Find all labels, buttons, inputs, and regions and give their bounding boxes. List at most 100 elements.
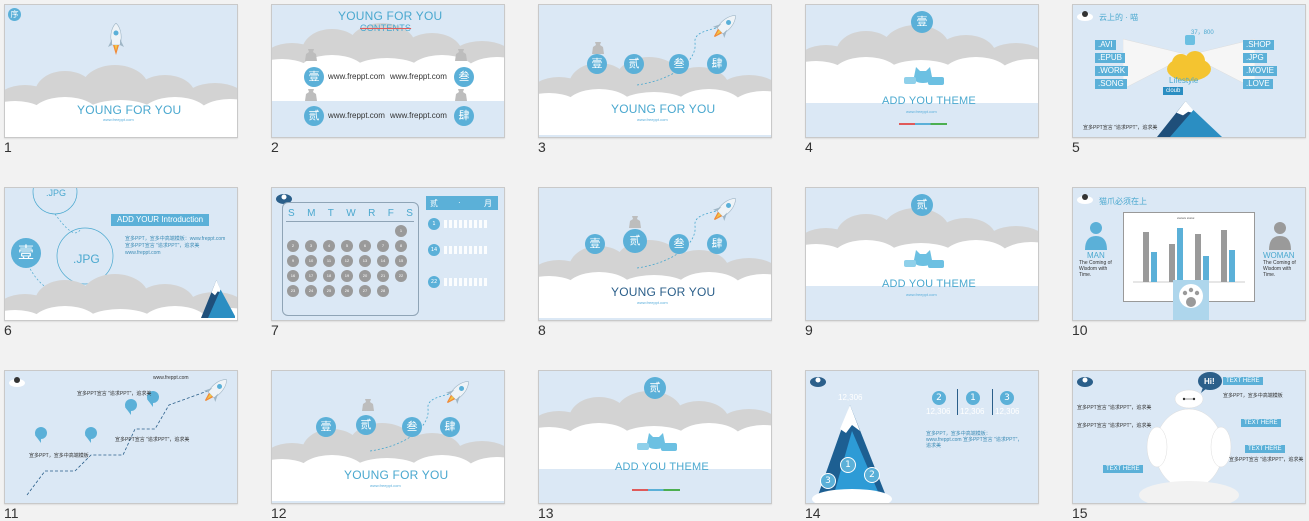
calendar-day[interactable]: 22: [395, 270, 407, 282]
top-jpg-label: .JPG: [46, 188, 67, 198]
slide-thumbnail-9[interactable]: 贰 ADD YOU THEME www.freeppt.com: [805, 187, 1039, 321]
label-4: 肆: [707, 54, 727, 74]
slide-title: YOUNG FOR YOU: [338, 9, 443, 23]
slide-number: 5: [1072, 139, 1080, 155]
count: 37，800: [1191, 30, 1214, 36]
slide-thumbnail-8[interactable]: 壹 贰 叁 肆 YOUNG FOR YOU www.freeppt.com: [538, 187, 772, 321]
slide-thumbnail-11[interactable]: 宣多PPT宣言 "追求PPT"，追求美 宣多PPT，宣多中高端模板 宣多PPT宣…: [4, 370, 238, 504]
tag-3: TEXT HERE: [1245, 445, 1285, 453]
event-text-placeholder: [444, 246, 488, 254]
slide-badge: 壹: [911, 11, 933, 33]
slide-header: 云上的 · 喵: [1099, 13, 1139, 22]
calendar-blank: [377, 225, 389, 237]
jpg-label: .JPG: [73, 252, 100, 266]
cloud-logo-icon: [1077, 194, 1093, 204]
slide-number: 10: [1072, 322, 1088, 338]
calendar-day[interactable]: 16: [287, 270, 299, 282]
calendar-day[interactable]: 18: [323, 270, 335, 282]
event-day-marker: 14: [428, 244, 440, 256]
calendar-day[interactable]: 17: [305, 270, 317, 282]
calendar-day[interactable]: 28: [377, 285, 389, 297]
calendar-day[interactable]: 25: [323, 285, 335, 297]
flight-path: [637, 22, 728, 86]
slide-thumbnail-3[interactable]: 壹 贰 叁 肆 YOUNG FOR YOU www.freeppt.com: [538, 4, 772, 138]
calendar-day[interactable]: 12: [341, 255, 353, 267]
calendar-day[interactable]: 3: [305, 240, 317, 252]
calendar-day[interactable]: 4: [323, 240, 335, 252]
mountain-label-3: 3: [820, 473, 836, 489]
slide-number: 2: [271, 139, 279, 155]
calendar-day[interactable]: 11: [323, 255, 335, 267]
calendar-blank: [341, 225, 353, 237]
calendar-day[interactable]: 13: [359, 255, 371, 267]
footer-text: 宣多PPT宣言 "追求PPT"，追求美: [1083, 125, 1158, 131]
slide-thumbnail-13[interactable]: 贰 ADD YOU THEME: [538, 370, 772, 504]
left-item-2: .EPUB: [1095, 53, 1126, 63]
calendar-day[interactable]: 14: [377, 255, 389, 267]
calendar-day[interactable]: 2: [287, 240, 299, 252]
divider: [992, 389, 993, 415]
slide-thumbnail-12[interactable]: 壹 贰 叁 肆 YOUNG FOR YOU www.freeppt.com: [271, 370, 505, 504]
calendar-day[interactable]: 27: [359, 285, 371, 297]
calendar-day[interactable]: 9: [287, 255, 299, 267]
bag-icon: [455, 49, 467, 61]
label-2: 贰: [624, 54, 644, 74]
label-2: 贰: [356, 415, 376, 435]
slide-thumbnail-1[interactable]: 序 YOUNG FOR YOU www.freeppt.com: [4, 4, 238, 138]
month-dot: ·: [458, 198, 461, 207]
cat-icon: [904, 250, 944, 268]
slide-thumbnail-2[interactable]: YOUNG FOR YOU CONTENTS 壹 叁 贰 肆 www.frepp…: [271, 4, 505, 138]
calendar-day[interactable]: 1: [395, 225, 407, 237]
calendar-day[interactable]: 10: [305, 255, 317, 267]
weekday-label: M: [307, 208, 316, 219]
month-right: 月: [484, 199, 492, 208]
slide-thumbnail-14[interactable]: 12,306 1 2 3 2 1 3 12,306 12,306 12,306 …: [805, 370, 1039, 504]
calendar-day[interactable]: 21: [377, 270, 389, 282]
tag-2: TEXT HERE: [1241, 419, 1281, 427]
url-3: www.freppt.com: [328, 111, 385, 120]
slide-thumbnail-5[interactable]: 云上的 · 喵 37，800 .AVI .EPUB .WORK .SONG .S…: [1072, 4, 1306, 138]
marker-2: 1: [966, 391, 980, 405]
right-item-4: .LOVE: [1243, 79, 1273, 89]
calendar-day[interactable]: 26: [341, 285, 353, 297]
robot-graphic: [1139, 389, 1239, 503]
calendar-day[interactable]: 23: [287, 285, 299, 297]
label-4: 肆: [440, 417, 460, 437]
calendar-day[interactable]: 20: [359, 270, 371, 282]
calendar-blank: [323, 225, 335, 237]
left-item-3: .WORK: [1095, 66, 1129, 76]
calendar-day[interactable]: 15: [395, 255, 407, 267]
month-left: 贰: [430, 199, 438, 208]
calendar-day[interactable]: 24: [305, 285, 317, 297]
event-day-marker: 1: [428, 218, 440, 230]
calendar-day[interactable]: 19: [341, 270, 353, 282]
calendar-day[interactable]: 5: [341, 240, 353, 252]
event-text-placeholder: [444, 220, 488, 228]
cat-icon: [904, 67, 944, 85]
slide-thumbnail-4[interactable]: 壹 ADD YOU THEME www.freeppt.com: [805, 4, 1039, 138]
slide-thumbnail-10[interactable]: 猫爪必须在上 MAN The Coming of Wisdom with Tim…: [1072, 187, 1306, 321]
slide-thumbnail-15[interactable]: Hi! TEXT HERE TEXT HERE TEXT HERE TEXT H…: [1072, 370, 1306, 504]
marker-3: 3: [1000, 391, 1014, 405]
bag-icon: [455, 89, 467, 101]
slide-site: www.freeppt.com: [637, 117, 668, 122]
weekday-label: R: [368, 208, 376, 219]
bag-icon: [305, 89, 317, 101]
peak-value: 12,306: [838, 393, 863, 402]
slide-title: YOUNG FOR YOU: [611, 102, 716, 116]
value-1: 12,306: [926, 407, 951, 416]
color-divider: [632, 489, 680, 491]
calendar-day[interactable]: 7: [377, 240, 389, 252]
slide-number: 3: [538, 139, 546, 155]
url-2: www.freppt.com: [390, 72, 447, 81]
paw-icon: [1179, 284, 1203, 308]
label-3: 叁: [402, 417, 422, 437]
bar-chart: [1133, 228, 1245, 283]
calendar-day[interactable]: 6: [359, 240, 371, 252]
calendar-day[interactable]: 8: [395, 240, 407, 252]
url-4: www.freppt.com: [390, 111, 447, 120]
slide-number: 14: [805, 505, 821, 521]
slide-thumbnail-6[interactable]: .JPG .JPG 壹 ADD YOUR Introduction 宣多PPT，…: [4, 187, 238, 321]
